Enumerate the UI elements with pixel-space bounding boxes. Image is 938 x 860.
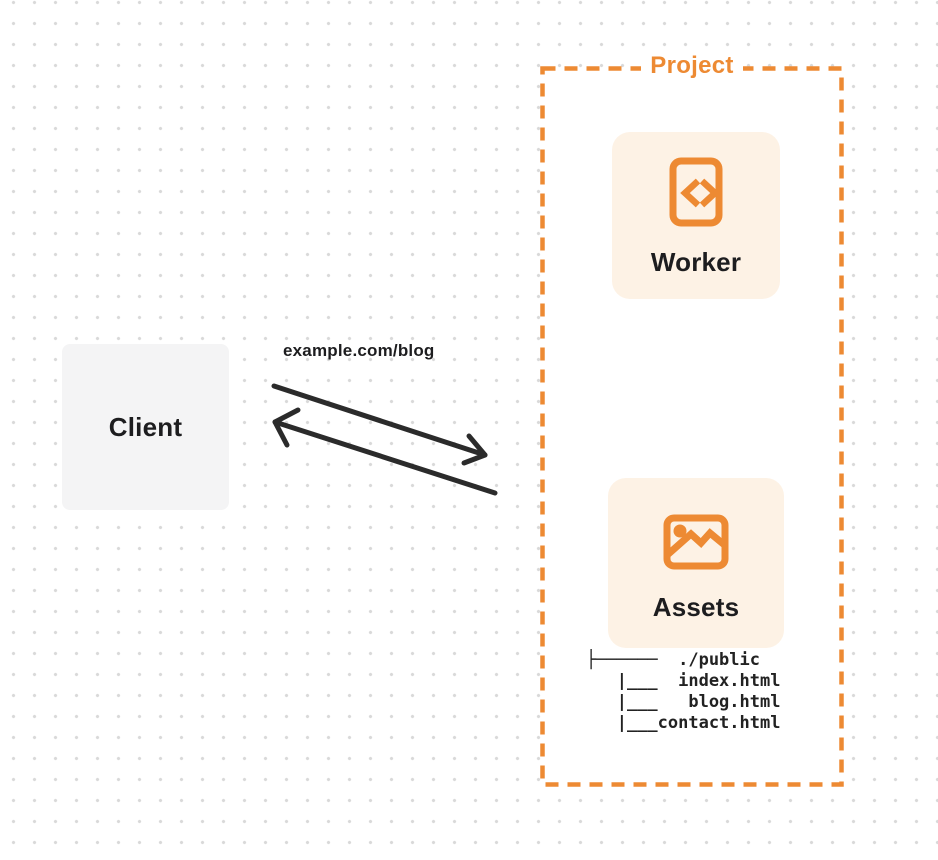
request-url-label: example.com/blog xyxy=(283,341,435,360)
request-arrow xyxy=(271,383,488,466)
response-arrow xyxy=(272,407,498,496)
assets-label: Assets xyxy=(652,592,740,622)
project-title-wrap: Project xyxy=(540,52,844,80)
client-box: Client xyxy=(62,344,229,510)
image-icon xyxy=(663,514,729,570)
code-file-icon xyxy=(669,157,723,227)
worker-label: Worker xyxy=(650,247,742,277)
project-title: Project xyxy=(641,52,743,80)
file-tree: ├────── ./public |___ index.html |___ bl… xyxy=(586,650,781,733)
assets-card: Assets xyxy=(608,478,784,648)
worker-card: Worker xyxy=(612,132,780,299)
client-label: Client xyxy=(108,411,183,442)
